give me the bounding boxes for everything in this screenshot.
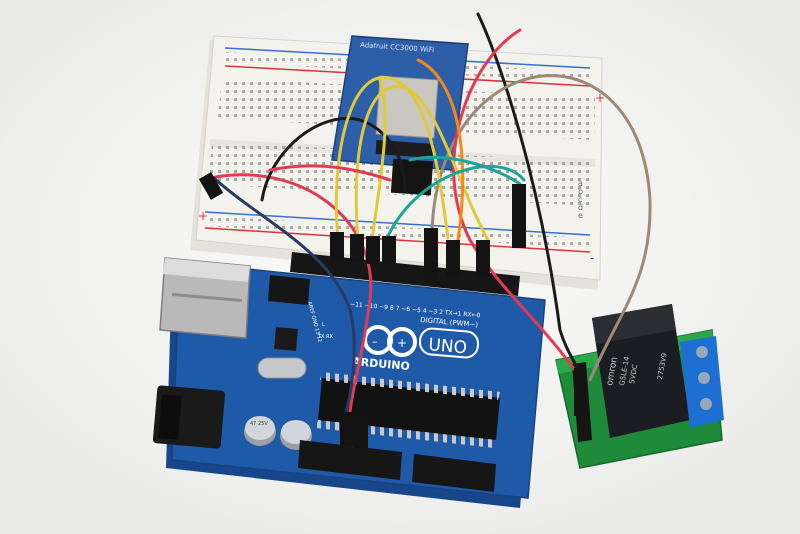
- crystal-oscillator: [257, 357, 307, 379]
- wire-brown: [430, 74, 652, 382]
- arduino-uno-board: 47 25V – + ARDUINO UNO DIGITAL (PWM~) ~1…: [152, 252, 546, 508]
- breadboard-holes-bottom: [205, 216, 590, 248]
- capacitor-left-label: 47 25V: [250, 421, 268, 427]
- letter-a: a: [578, 179, 583, 188]
- l-led-label: L: [322, 322, 325, 328]
- wifi-chip-shield: [375, 75, 439, 139]
- svg-text:+: +: [595, 91, 605, 105]
- wire-teal-2: [408, 155, 522, 186]
- wire-red-bb: [268, 164, 392, 182]
- jumper-housing: [446, 240, 460, 276]
- breadboard-letters: a b c d e: [578, 179, 583, 220]
- digital-header: [290, 252, 520, 296]
- jumper-housing: [574, 368, 586, 416]
- svg-text:–: –: [372, 335, 378, 348]
- jumper-housing: [354, 414, 368, 448]
- svg-text:+: +: [198, 209, 208, 223]
- wire-black-short: [260, 117, 407, 202]
- jumper-housing: [340, 412, 354, 446]
- jumper-housing: [350, 234, 364, 262]
- usb-port: [159, 257, 251, 339]
- wire-red-arduino: [208, 173, 373, 414]
- relay-rating: 5VDC: [628, 364, 639, 385]
- wire-orange: [416, 58, 465, 242]
- letter-b: b: [578, 187, 583, 196]
- arduino-brand-label: ARDUINO: [352, 355, 411, 373]
- jumper-housing: [198, 172, 224, 200]
- svg-text:+: +: [397, 336, 407, 350]
- relay-body: omron G5LE-14 5VDC 2753V9: [592, 304, 690, 438]
- jumper-housing: [330, 232, 344, 260]
- wires: [208, 12, 652, 422]
- letter-d: d: [578, 203, 583, 212]
- power-header: [298, 440, 402, 480]
- jumper-housing: [424, 228, 438, 282]
- svg-text:-: -: [590, 251, 594, 265]
- wire-red-top: [452, 28, 584, 382]
- jumper-housing: [366, 236, 380, 264]
- jumper-housing: [382, 236, 396, 264]
- relay-brand: omron: [605, 356, 620, 386]
- wire-black-long: [476, 12, 580, 372]
- power-jack: [152, 385, 226, 449]
- usb-chip: [274, 327, 298, 351]
- jumper-housing: [476, 240, 490, 276]
- uno-badge: UNO: [418, 327, 480, 359]
- tx-rx-label: TX RX: [317, 334, 334, 340]
- jumper-housing: [512, 184, 526, 248]
- screw-terminal: [680, 336, 724, 428]
- letter-c: c: [578, 195, 582, 204]
- uno-label: UNO: [428, 335, 468, 358]
- wire-teal-1: [386, 164, 526, 238]
- capacitor-left: 47 25V: [244, 416, 276, 446]
- jumper-connectors: [198, 172, 586, 448]
- icsp-header: [268, 275, 310, 305]
- relay-module: omron G5LE-14 5VDC 2753V9: [555, 304, 724, 469]
- wire-navy: [212, 176, 356, 422]
- letter-e: e: [578, 211, 583, 220]
- wire-yellow-3: [370, 78, 387, 242]
- analog-header: [412, 454, 496, 492]
